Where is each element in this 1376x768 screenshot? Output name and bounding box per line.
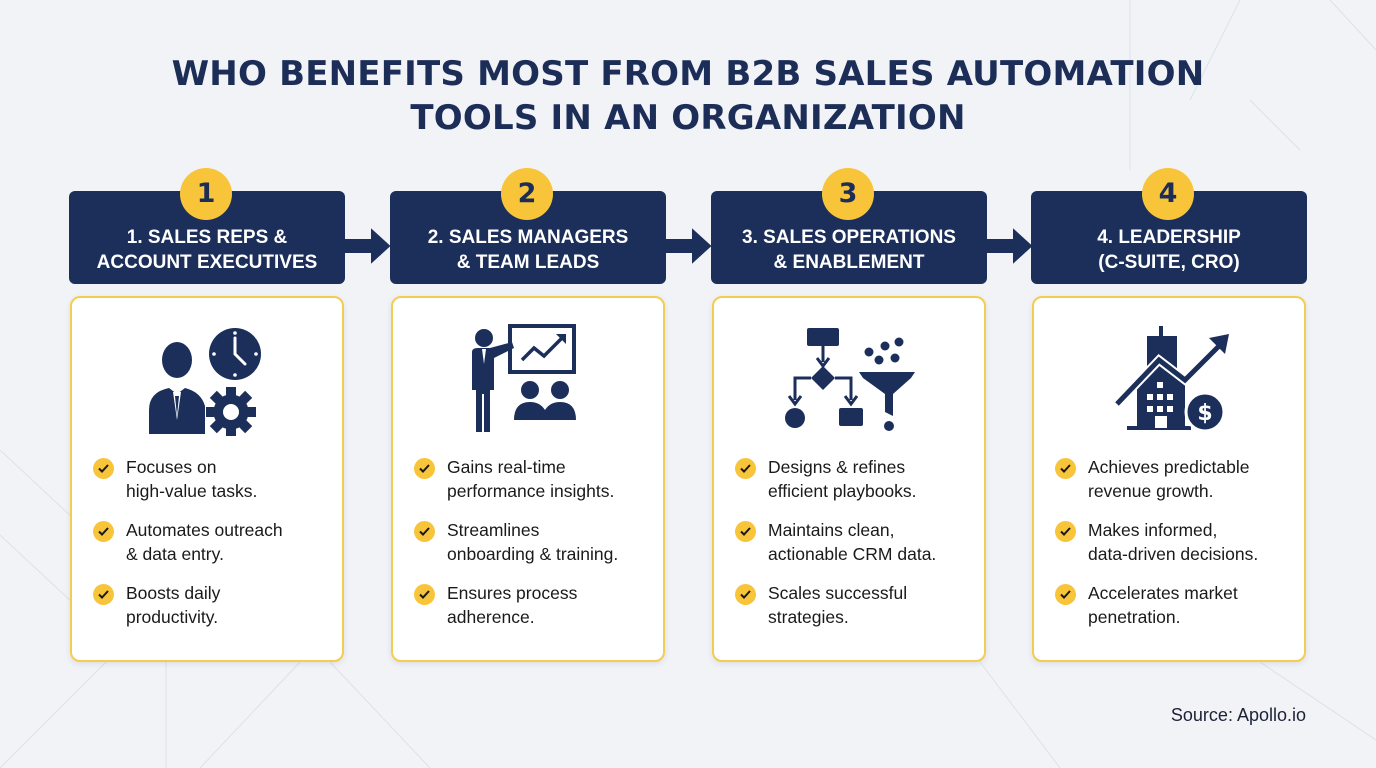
- title-line-2: TOOLS IN AN ORGANIZATION: [410, 98, 966, 138]
- bullet-line: Automates outreach: [126, 520, 283, 540]
- bullet-line: adherence.: [447, 606, 535, 627]
- list-item: Automates outreach & data entry.: [92, 519, 346, 566]
- check-icon: [1055, 521, 1076, 542]
- arrow-right-icon: [344, 224, 394, 268]
- header-line-1: 2. SALES MANAGERS: [427, 227, 629, 248]
- check-icon: [735, 458, 756, 479]
- benefits-card: Focuses on high-value tasks. Automates ou…: [70, 296, 344, 662]
- bullet-line: penetration.: [1088, 606, 1181, 627]
- step-number-badge: 1: [180, 168, 232, 220]
- list-item: Ensures process adherence.: [413, 582, 667, 629]
- bullet-line: onboarding & training.: [447, 543, 619, 564]
- bullet-line: actionable CRM data.: [768, 543, 937, 564]
- bullet-line: Ensures process: [447, 583, 578, 603]
- bullet-line: Streamlines: [447, 520, 540, 540]
- list-item: Gains real-time performance insights.: [413, 456, 667, 503]
- check-icon: [1055, 584, 1076, 605]
- flowchart-funnel-icon: [785, 328, 915, 431]
- bullet-line: revenue growth.: [1088, 480, 1214, 501]
- building-growth-dollar-icon: $: [1113, 326, 1229, 433]
- arrow-right-icon: [986, 224, 1036, 268]
- step-number-badge: 3: [822, 168, 874, 220]
- list-item: Focuses on high-value tasks.: [92, 456, 346, 503]
- header-line-2: & TEAM LEADS: [456, 252, 600, 273]
- benefits-list: Designs & refines efficient playbooks. Ma…: [734, 456, 988, 645]
- benefits-list: Focuses on high-value tasks. Automates ou…: [92, 456, 346, 645]
- bullet-line: Maintains clean,: [768, 520, 895, 540]
- check-icon: [735, 584, 756, 605]
- svg-text:$: $: [1197, 401, 1212, 426]
- column-header: 4. LEADERSHIP (C-SUITE, CRO): [1031, 191, 1307, 284]
- check-icon: [414, 521, 435, 542]
- list-item: Achieves predictable revenue growth.: [1054, 456, 1308, 503]
- bullet-line: efficient playbooks.: [768, 480, 917, 501]
- list-item: Maintains clean, actionable CRM data.: [734, 519, 988, 566]
- header-line-2: & ENABLEMENT: [773, 252, 925, 273]
- check-icon: [93, 521, 114, 542]
- header-line-2: (C-SUITE, CRO): [1098, 252, 1240, 273]
- list-item: Designs & refines efficient playbooks.: [734, 456, 988, 503]
- bullet-line: Achieves predictable: [1088, 457, 1250, 477]
- bullet-line: Gains real-time: [447, 457, 566, 477]
- header-line-1: 1. SALES REPS &: [126, 227, 288, 248]
- bullet-line: strategies.: [768, 606, 849, 627]
- check-icon: [735, 521, 756, 542]
- bullet-line: & data entry.: [126, 543, 224, 564]
- list-item: Boosts daily productivity.: [92, 582, 346, 629]
- benefits-card: Designs & refines efficient playbooks. Ma…: [712, 296, 986, 662]
- source-attribution: Source: Apollo.io: [1170, 705, 1306, 725]
- column-header: 1. SALES REPS & ACCOUNT EXECUTIVES: [69, 191, 345, 284]
- title-line-1: WHO BENEFITS MOST FROM B2B SALES AUTOMAT…: [171, 54, 1205, 94]
- bullet-line: performance insights.: [447, 480, 615, 501]
- bullet-line: Accelerates market: [1088, 583, 1238, 603]
- bullet-line: Designs & refines: [768, 457, 906, 477]
- benefits-card: $ Achieves predictable revenue growth. Ma…: [1032, 296, 1306, 662]
- person-clock-gear-icon: [149, 328, 261, 436]
- arrow-right-icon: [665, 224, 715, 268]
- list-item: Accelerates market penetration.: [1054, 582, 1308, 629]
- header-line-1: 4. LEADERSHIP: [1097, 227, 1241, 248]
- list-item: Streamlines onboarding & training.: [413, 519, 667, 566]
- list-item: Makes informed, data-driven decisions.: [1054, 519, 1308, 566]
- benefits-list: Achieves predictable revenue growth. Make…: [1054, 456, 1308, 645]
- check-icon: [93, 584, 114, 605]
- check-icon: [1055, 458, 1076, 479]
- bullet-line: productivity.: [126, 606, 219, 627]
- check-icon: [414, 458, 435, 479]
- bullet-line: Focuses on: [126, 457, 217, 477]
- header-line-2: ACCOUNT EXECUTIVES: [96, 252, 318, 273]
- step-number-badge: 2: [501, 168, 553, 220]
- check-icon: [414, 584, 435, 605]
- step-number-badge: 4: [1142, 168, 1194, 220]
- check-icon: [93, 458, 114, 479]
- bullet-line: data-driven decisions.: [1088, 543, 1259, 564]
- list-item: Scales successful strategies.: [734, 582, 988, 629]
- bullet-line: Makes informed,: [1088, 520, 1218, 540]
- bullet-line: Boosts daily: [126, 583, 221, 603]
- header-line-1: 3. SALES OPERATIONS: [742, 227, 956, 248]
- page-title: WHO BENEFITS MOST FROM B2B SALES AUTOMAT…: [0, 52, 1376, 140]
- bullet-line: high-value tasks.: [126, 480, 258, 501]
- presenter-chart-team-icon: [472, 324, 576, 432]
- benefits-list: Gains real-time performance insights. Str…: [413, 456, 667, 645]
- bullet-line: Scales successful: [768, 583, 908, 603]
- benefits-card: Gains real-time performance insights. Str…: [391, 296, 665, 662]
